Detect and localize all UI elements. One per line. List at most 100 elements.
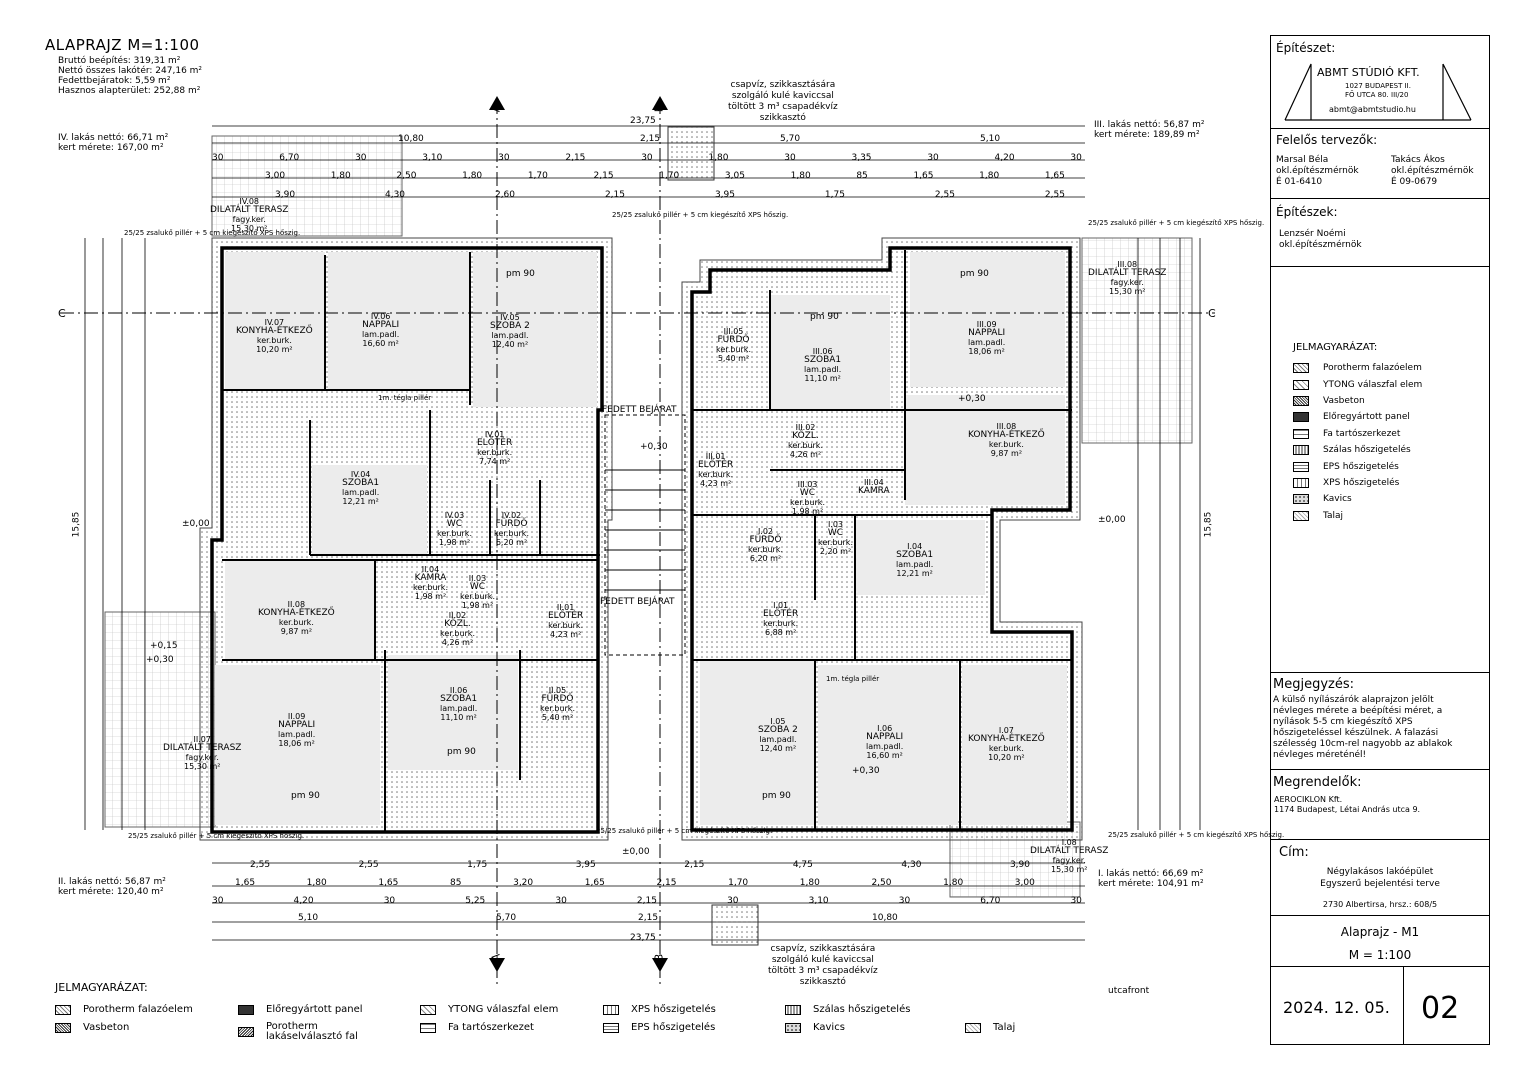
room-label-line: ker.burk.: [988, 744, 1024, 753]
room-label-line: IV.08: [239, 197, 259, 206]
room-label-line: I.07: [998, 726, 1014, 735]
terrace-iii: [1081, 237, 1193, 444]
dim-label: 2,15: [593, 171, 614, 181]
room-label-line: ker.burk.: [988, 440, 1024, 449]
room-label-line: ker.burk.: [256, 336, 292, 345]
room-label-line: ELŐTÉR: [698, 460, 734, 470]
dim-label: 1,65: [913, 171, 934, 181]
dim-label: 15,85: [71, 511, 82, 538]
architect: Lenzsér Noémi okl.építészmérnök: [1279, 229, 1362, 251]
room-label-line: I.06: [877, 724, 893, 733]
dim-label: 30: [383, 896, 396, 906]
divider: [1271, 672, 1489, 673]
dim-label: 2,55: [358, 860, 379, 870]
room-label-line: SZOBA 2: [490, 321, 530, 331]
room-iv04: [312, 465, 427, 555]
legend-label: Talaj: [1323, 510, 1344, 521]
level-label: +0,30: [640, 442, 668, 452]
divider: [1271, 966, 1489, 967]
legend-item: Porotherm falazóelem: [1293, 360, 1422, 376]
room-iii09: [910, 252, 1065, 387]
room-label-line: IV.04: [350, 470, 371, 479]
legend-label: EPS hőszigetelés: [1323, 461, 1399, 472]
dim-label: 3,35: [851, 153, 872, 163]
room-label-line: ker.burk.: [818, 538, 853, 547]
dim-label: 2,15: [565, 153, 586, 163]
room-label-line: 1,98 m²: [791, 507, 824, 516]
level-label: ±0,00: [1098, 515, 1126, 525]
section-marker-a: A: [489, 953, 503, 962]
dim-label: 1,65: [1044, 171, 1065, 181]
room-label-line: KÖZL.: [792, 431, 819, 441]
room-label-line: 5,40 m²: [541, 713, 574, 722]
room-label-line: 10,20 m²: [988, 753, 1025, 762]
terrace-iv: [211, 135, 403, 237]
room-label-line: lam.padl.: [491, 331, 529, 340]
room-ii08: [225, 560, 375, 660]
swatch: [965, 1022, 981, 1033]
level-label: +0,30: [958, 394, 986, 404]
room-label-line: lam.padl.: [342, 488, 380, 497]
room-label-line: 6,88 m²: [764, 628, 797, 637]
room-label-line: ELŐTÉR: [477, 438, 513, 448]
room-label-line: IV.02: [501, 511, 522, 520]
dim-label: 2,50: [871, 878, 892, 888]
dim-label: 5,70: [780, 134, 801, 144]
swatch: [1293, 477, 1309, 488]
note-line: szolgáló kulé kaviccsal: [771, 955, 874, 965]
room-label-line: III.04: [863, 478, 884, 487]
room-label-line: I.04: [907, 542, 923, 551]
terrace-ii: [104, 611, 216, 828]
room-label-line: ker.burk.: [790, 498, 825, 507]
unit-net: II. lakás nettó: 56,87 m²: [58, 877, 166, 887]
room-label-line: FÜRDŐ: [717, 335, 750, 345]
pillar-note: 25/25 zsalukő pillér + 5 cm kiegészítő X…: [128, 832, 305, 840]
room-label-line: I.08: [1061, 838, 1077, 847]
room-label-line: SZOBA1: [440, 694, 478, 704]
architects-label: Építészek:: [1276, 205, 1338, 219]
room-label-line: 1,98 m²: [438, 538, 471, 547]
room-label-line: FÜRDŐ: [495, 519, 528, 529]
divider: [1271, 769, 1489, 770]
legend-item: Talaj: [1293, 508, 1422, 524]
note-line: hőszigeteléssel készülnek. A falazási: [1273, 728, 1439, 738]
room-label-line: 1,98 m²: [461, 601, 494, 610]
room-label-line: WC: [469, 582, 486, 592]
room-label-line: WC: [827, 528, 844, 538]
legend-label: Kavics: [813, 1022, 845, 1033]
unit-net: IV. lakás nettó: 66,71 m²: [58, 133, 169, 143]
designer-name: Marsal Béla: [1276, 155, 1329, 165]
room-label-line: 4,23 m²: [699, 479, 732, 488]
room-label-line: 6,20 m²: [495, 538, 528, 547]
dim-label: 30: [212, 896, 224, 906]
dim-label: 2,55: [1044, 190, 1065, 200]
room-label-line: III.05: [723, 327, 744, 336]
room-label-line: SZOBA1: [342, 478, 380, 488]
divider: [1271, 128, 1489, 129]
room-label-line: fagy.ker.: [1110, 278, 1144, 287]
dim-label: 2,50: [396, 171, 417, 181]
designer-1: Marsal Béla okl.építészmérnök É 01-6410: [1276, 155, 1359, 188]
soakaway-bottom: [711, 904, 759, 946]
dim-label: 30: [555, 896, 567, 906]
studio-logo: ABMT STÚDIÓ KFT. 1027 BUDAPEST II. FŐ UT…: [1283, 60, 1473, 126]
room-label-line: WC: [446, 519, 463, 529]
stat-line: Fedettbejáratok: 5,59 m²: [58, 76, 171, 86]
legend-item: Kavics: [785, 1022, 845, 1033]
interior-walls: [222, 250, 1072, 832]
room-label-line: 12,21 m²: [896, 569, 933, 578]
drain-note-top: csapvíz, szikkasztására szolgáló kulé ka…: [728, 80, 838, 124]
room-label-line: ELŐTÉR: [763, 609, 799, 619]
dim-label: 30: [784, 153, 796, 163]
room-label-line: ker.burk.: [540, 704, 575, 713]
unit-garden: kert mérete: 104,91 m²: [1098, 879, 1204, 889]
room-label-line: lam.padl.: [866, 742, 904, 751]
